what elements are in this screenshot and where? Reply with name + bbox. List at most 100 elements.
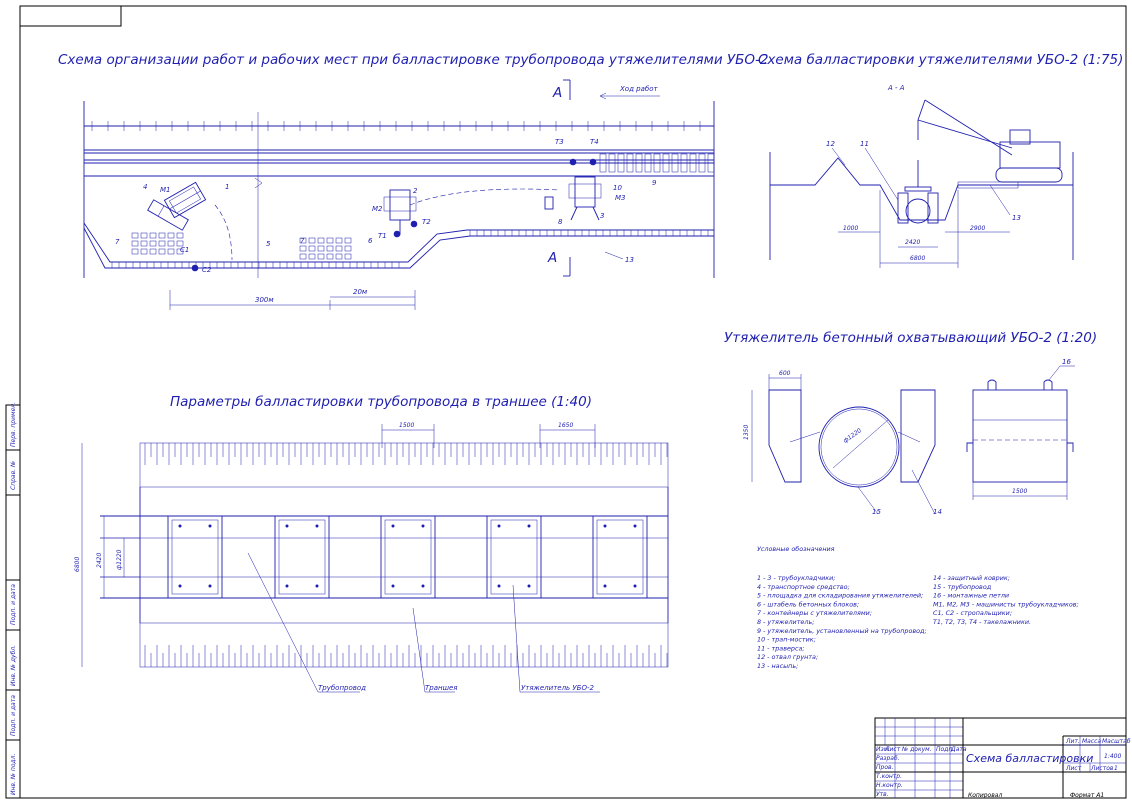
block-pipe (818, 406, 900, 488)
dim-300m: 300м (255, 296, 274, 304)
params-dim-1650: 1650 (558, 422, 573, 429)
block-dim-1500: 1500 (1012, 488, 1027, 495)
worker-t3-marker (569, 158, 577, 166)
plan-label-t2: Т2 (422, 218, 431, 226)
legend-title: Условные обозначения (757, 545, 835, 553)
container (149, 240, 157, 247)
title-work-scheme: Схема организации работ и рабочих мест п… (58, 52, 768, 68)
plan-label-m1: М1 (160, 186, 171, 194)
container (176, 240, 184, 247)
side-stamp-label: Инв. № дубл. (10, 645, 17, 686)
worker-c2-marker (191, 264, 199, 272)
direction-label: Ход работ (619, 85, 658, 93)
legend-item: 7 - контейнеры с утяжелителями; (757, 609, 872, 617)
installed-weight (707, 153, 715, 173)
worker-t4-marker (589, 158, 597, 166)
plan-scheme: 300м 20м А А Ход работ (83, 79, 715, 310)
tb-doc: № докум. (901, 746, 932, 753)
tb-approved: Утв. (876, 791, 889, 798)
tb-date: Дата (950, 746, 967, 753)
legend-item: 9 - утяжелитель, установленный на трубоп… (757, 627, 927, 635)
container (299, 253, 307, 260)
legend-item: Т1, Т2, Т3, Т4 - такелажники. (933, 618, 1031, 626)
legend-item: 12 - отвал грунта; (757, 653, 818, 661)
tb-sheet: Лист (1065, 765, 1082, 772)
weight-block-loop (208, 584, 212, 588)
section-label: А - А (887, 84, 905, 92)
container (344, 245, 352, 252)
container (140, 248, 148, 255)
legend-item: 15 - трубопровод (933, 583, 992, 591)
params-dim-1500: 1500 (399, 422, 414, 429)
pipelayer-1 (163, 181, 207, 219)
section-dim-6800: 6800 (910, 255, 925, 262)
weight-block-plan (380, 515, 436, 599)
tb-scale-header: Масштаб (1102, 738, 1131, 745)
mounting-loop-right (1043, 379, 1053, 390)
params-caption-weight: Утяжелитель УБО-2 (521, 684, 595, 692)
plan-label-4: 4 (143, 183, 147, 191)
weight-block-loop (178, 584, 182, 588)
weight-block-inner (490, 519, 538, 595)
legend-item: М1, М2, М3 - машинисты трубоукладчиков; (933, 600, 1079, 608)
legend-item: 10 - трап-мостик; (757, 636, 816, 644)
container (176, 232, 184, 239)
section-callout-11: 11 (860, 140, 869, 148)
installed-weight (698, 153, 706, 173)
tb-tcontrol: Т.контр. (876, 773, 902, 780)
container (335, 245, 343, 252)
installed-weight (689, 153, 697, 173)
installed-weight (680, 153, 688, 173)
container (308, 253, 316, 260)
params-dim-2420: 2420 (96, 553, 103, 568)
weight-block-loop (527, 584, 531, 588)
section-dim-2420: 2420 (905, 239, 920, 246)
weight-block-loop (178, 524, 182, 528)
container (149, 232, 157, 239)
title-weight-block: Утяжелитель бетонный охватывающий УБО-2 … (724, 330, 1097, 346)
tb-sheets: Листов (1090, 765, 1114, 772)
tb-sheets-count: 1 (1114, 765, 1118, 772)
tb-scale: 1:400 (1104, 753, 1121, 760)
block-callout-16: 16 (1062, 358, 1071, 366)
weight-block-plan (486, 515, 542, 599)
title-block: Изм. Лист № докум. Подп. Дата Разраб. Пр… (874, 717, 1131, 799)
traverse (904, 186, 932, 192)
sheet-frame (19, 5, 1127, 799)
container (317, 253, 325, 260)
section-pipe (905, 198, 931, 224)
plan-label-8: 8 (558, 218, 563, 226)
container (167, 240, 175, 247)
plan-label-t3: Т3 (555, 138, 564, 146)
container (299, 237, 307, 244)
tb-developer: Разраб. (876, 755, 900, 762)
corner-box (20, 6, 122, 27)
block-callout-15: 15 (872, 508, 881, 516)
weight-block-inner (596, 519, 644, 595)
pipelayer-2 (383, 189, 417, 235)
side-stamp: Перв. примен. Справ. № Подп. и дата Инв.… (5, 402, 21, 799)
container (317, 245, 325, 252)
tb-sign: Подп. (936, 746, 954, 753)
tb-drawing-title: Схема балластировки (966, 752, 1093, 765)
side-stamp-label: Справ. № (10, 461, 17, 490)
weight-block-loop (391, 584, 395, 588)
weight-block-inner (384, 519, 432, 595)
format-label: Формат А1 (1070, 792, 1104, 799)
legend-item: 11 - траверса; (757, 644, 805, 652)
container (149, 248, 157, 255)
tb-izm: Изм. (876, 746, 890, 753)
container (335, 253, 343, 260)
legend-item: 16 - монтажные петли (933, 592, 1009, 600)
weight-block-loop (603, 584, 607, 588)
installed-weight (653, 153, 661, 173)
params-caption-pipeline: Трубопровод (318, 684, 366, 692)
container (299, 245, 307, 252)
installed-weight (635, 153, 643, 173)
weight-block-plan (167, 515, 223, 599)
block-callout-14: 14 (933, 508, 942, 516)
transport-vehicle (147, 199, 189, 231)
plan-label-6: 6 (368, 237, 373, 245)
block-dim-600: 600 (779, 370, 791, 377)
section-mark-top: А (552, 85, 562, 101)
